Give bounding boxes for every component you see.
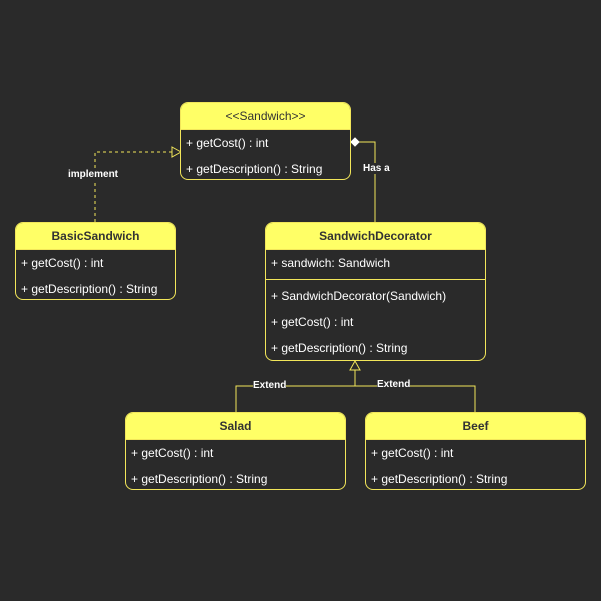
implement-label: implement bbox=[68, 169, 119, 180]
method: + getCost() : int bbox=[371, 446, 454, 460]
sandwich-decorator-class[interactable]: SandwichDecorator + sandwich: Sandwich +… bbox=[265, 222, 486, 361]
compartment-divider bbox=[266, 279, 485, 280]
method: + SandwichDecorator(Sandwich) bbox=[271, 289, 447, 303]
method: + getDescription() : String bbox=[371, 472, 508, 486]
extend-salad-edge bbox=[235, 370, 356, 412]
class-title: Salad bbox=[126, 413, 345, 440]
has-a-label: Has a bbox=[363, 163, 390, 174]
extend-beef-edge bbox=[355, 385, 476, 412]
method: + getCost() : int bbox=[21, 256, 104, 270]
class-title: Beef bbox=[366, 413, 585, 440]
extend-salad-label: Extend bbox=[253, 380, 287, 391]
class-title: <<Sandwich>> bbox=[181, 103, 350, 130]
extend-arrowhead bbox=[349, 359, 361, 371]
method: + getDescription() : String bbox=[271, 341, 408, 355]
implement-arrowhead bbox=[171, 146, 183, 158]
has-a-edge bbox=[359, 141, 376, 222]
method: + getDescription() : String bbox=[131, 472, 268, 486]
method: + getCost() : int bbox=[131, 446, 214, 460]
method: + getDescription() : String bbox=[186, 162, 323, 176]
class-title: BasicSandwich bbox=[16, 223, 175, 250]
salad-class[interactable]: Salad + getCost() : int + getDescription… bbox=[125, 412, 346, 490]
sandwich-interface[interactable]: <<Sandwich>> + getCost() : int + getDesc… bbox=[180, 102, 351, 180]
method: + getCost() : int bbox=[271, 315, 354, 329]
method: + getCost() : int bbox=[186, 136, 269, 150]
aggregation-diamond bbox=[350, 137, 360, 147]
class-title: SandwichDecorator bbox=[266, 223, 485, 250]
method: + getDescription() : String bbox=[21, 282, 158, 296]
field: + sandwich: Sandwich bbox=[271, 256, 391, 270]
implement-edge bbox=[94, 151, 172, 222]
beef-class[interactable]: Beef + getCost() : int + getDescription(… bbox=[365, 412, 586, 490]
extend-beef-label: Extend bbox=[377, 379, 411, 390]
basic-sandwich-class[interactable]: BasicSandwich + getCost() : int + getDes… bbox=[15, 222, 176, 300]
